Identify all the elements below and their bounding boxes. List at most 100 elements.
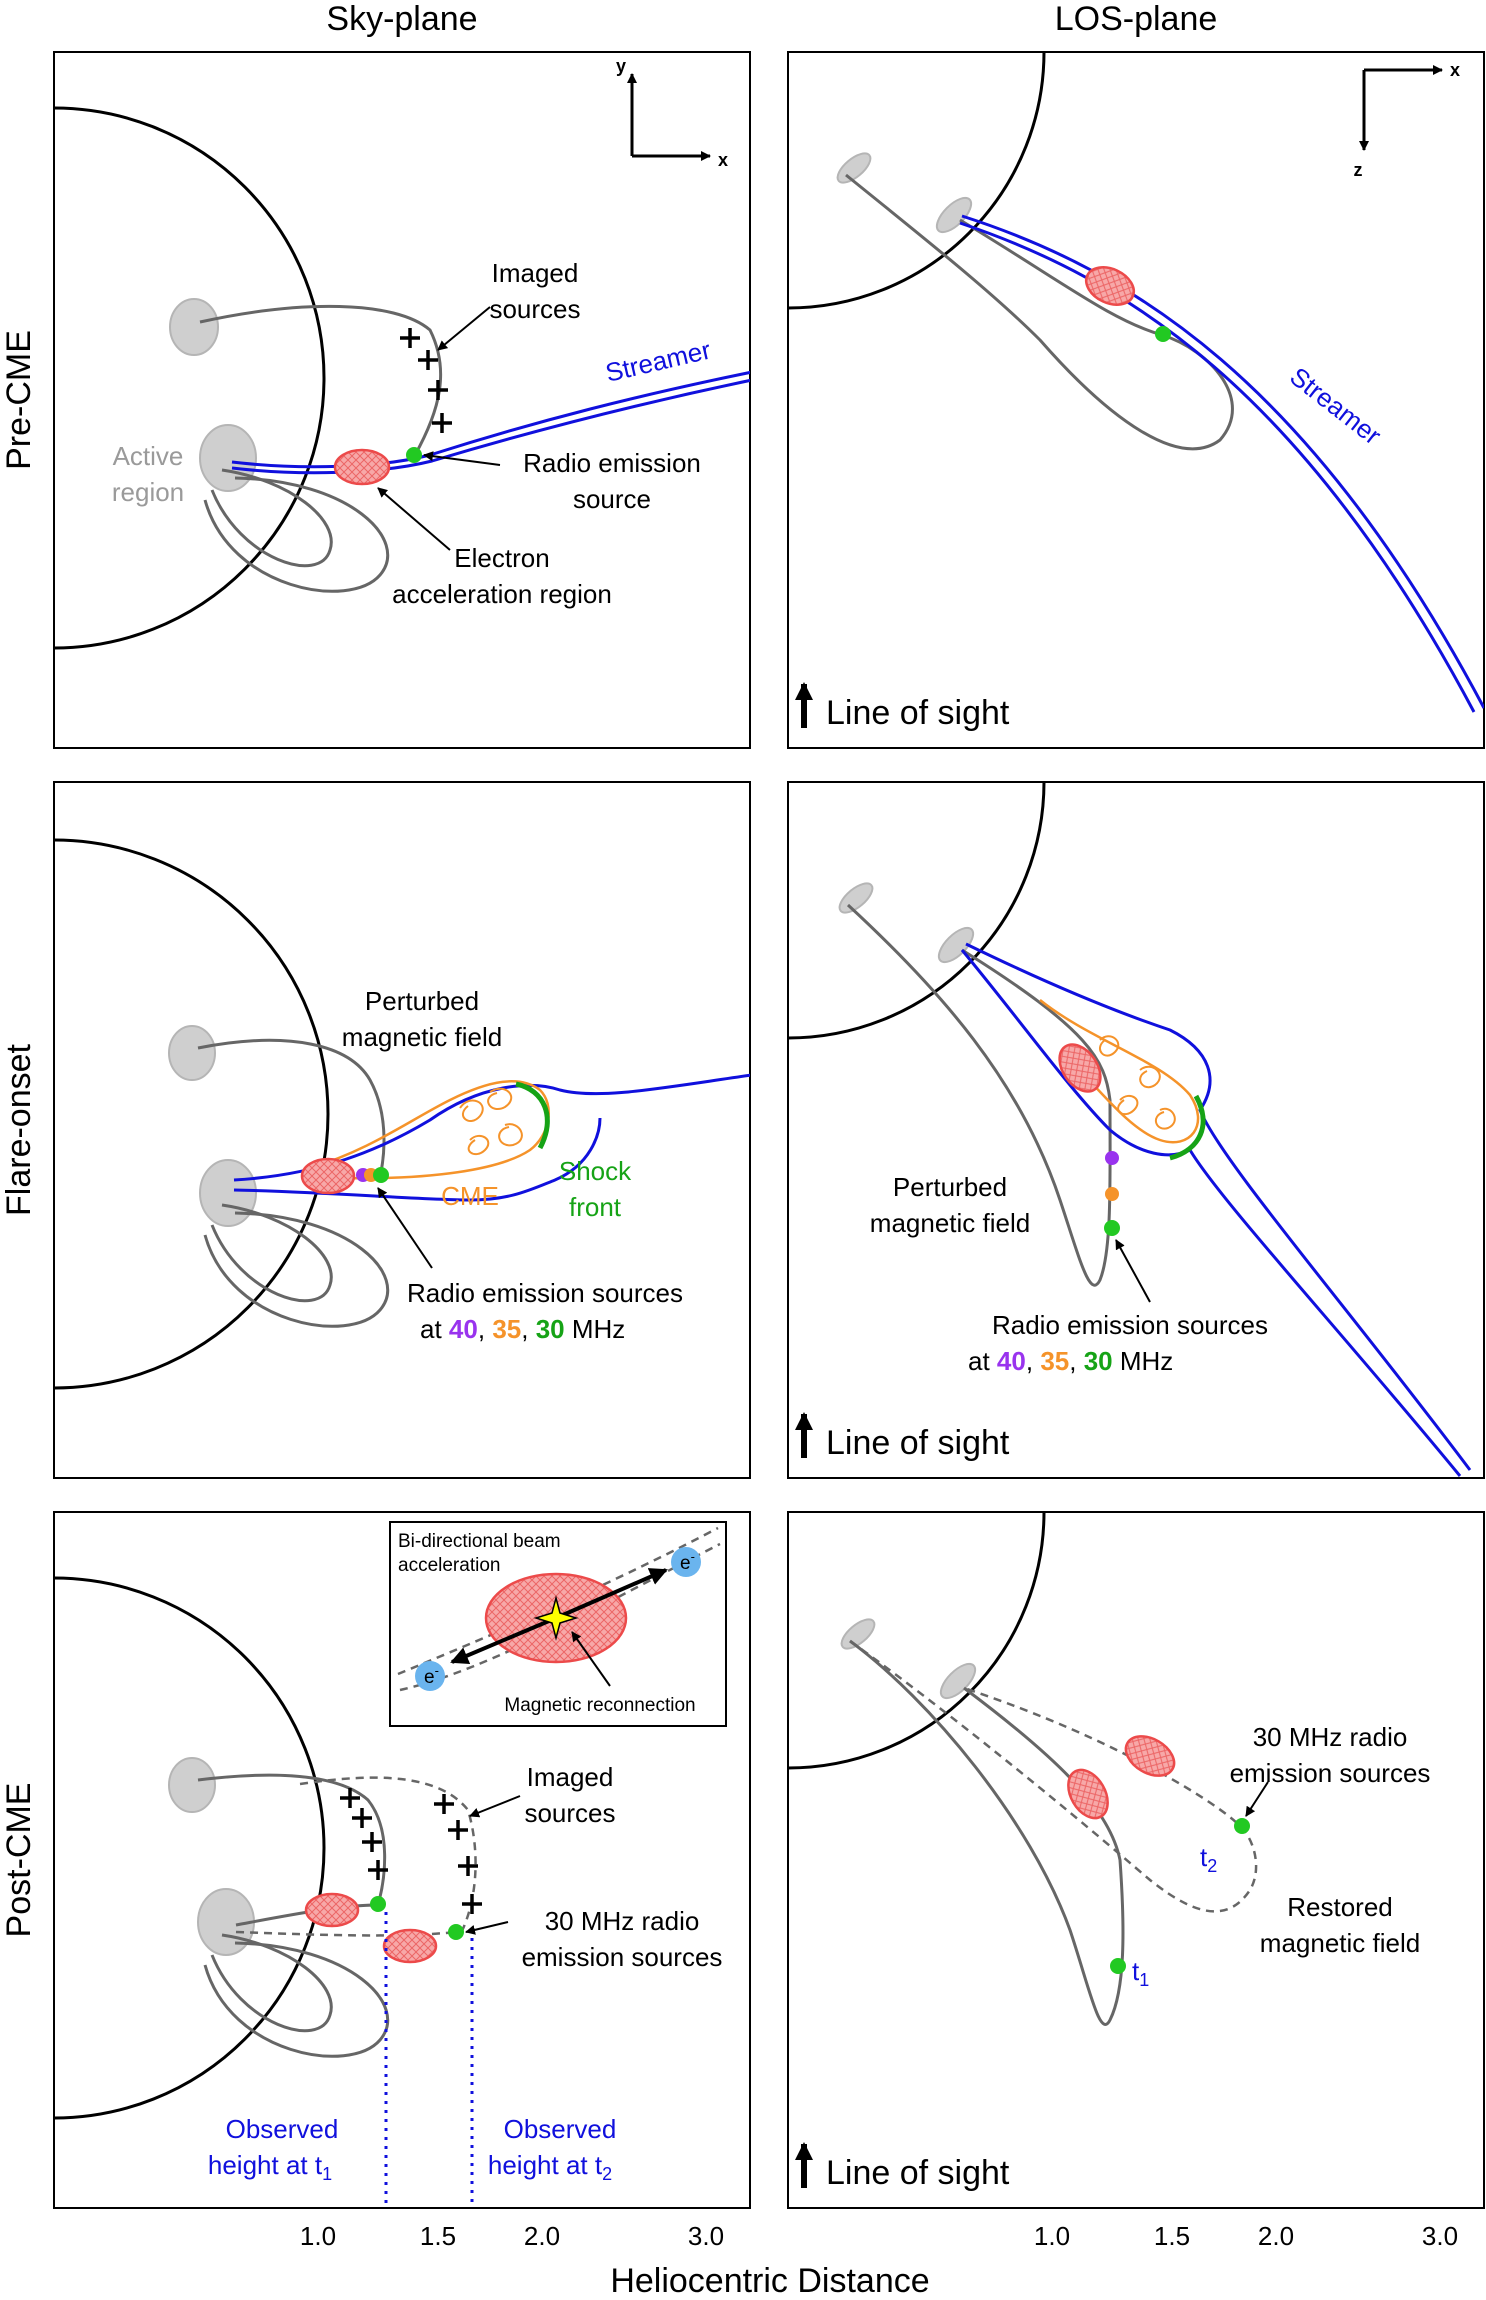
- label-frequencies: at 40, 35, 30 MHz: [420, 1314, 625, 1344]
- beam-arrow: [450, 1616, 557, 1665]
- imaged-source-cross: [448, 1820, 468, 1840]
- closed-loop: [203, 476, 390, 593]
- imaged-source-cross: [458, 1856, 478, 1876]
- label-t2: t2: [1200, 1842, 1217, 1876]
- radio-source-t2: [448, 1924, 464, 1940]
- label-cme: CME: [441, 1181, 499, 1211]
- perturbed-magnetic-field: [197, 1038, 386, 1176]
- line-of-sight-indicator: Line of sight: [795, 1412, 1010, 1462]
- tick-label: 1.0: [1034, 2221, 1070, 2251]
- x-axis-label: Heliocentric Distance: [610, 2262, 929, 2300]
- radio-source-30mhz: [373, 1167, 389, 1183]
- imaged-source-cross: [362, 1832, 382, 1852]
- closed-loop: [203, 1211, 390, 1328]
- closed-loop: [210, 468, 333, 568]
- sun-limb: [54, 106, 326, 650]
- header-los-plane: LOS-plane: [1055, 0, 1218, 38]
- imaged-source-cross: [462, 1894, 482, 1914]
- svg-text:Line of sight: Line of sight: [826, 2154, 1010, 2192]
- radio-source-t1: [1110, 1958, 1126, 1974]
- radio-source-30mhz: [1104, 1220, 1120, 1236]
- tick-label: 3.0: [688, 2221, 724, 2251]
- radio-source-dot: [1155, 326, 1171, 342]
- tick-label: 1.0: [300, 2221, 336, 2251]
- streamer-line: [965, 942, 1472, 1471]
- imaged-source-cross: [340, 1788, 360, 1808]
- electron-acceleration-region: [300, 1157, 356, 1195]
- radio-source-35mhz: [1105, 1187, 1119, 1201]
- restored-magnetic-field: [849, 1639, 1258, 1913]
- closed-loop: [210, 1203, 333, 1303]
- shock-front: [1169, 1094, 1206, 1161]
- row-label-flare-onset: Flare-onset: [0, 1043, 38, 1216]
- electron-icon: [671, 1547, 701, 1577]
- beam-arrow: [555, 1568, 668, 1620]
- active-region: [199, 1159, 257, 1227]
- streamer-line: [231, 378, 750, 475]
- electron-icon: [415, 1661, 445, 1691]
- electron-acceleration-region: [382, 1928, 438, 1964]
- footpoint: [169, 298, 219, 356]
- label-t1: t1: [1132, 1956, 1149, 1990]
- reconnection-star: [533, 1595, 579, 1641]
- label-los-frequencies: at 40, 35, 30 MHz: [968, 1346, 1173, 1376]
- electron-acceleration-region: [1058, 1043, 1102, 1093]
- streamer-line: [233, 1117, 602, 1202]
- x-axis-left: 1.0 1.5 2.0 3.0: [300, 2221, 724, 2251]
- imaged-source-cross: [432, 413, 452, 433]
- restored-magnetic-field: [299, 1776, 477, 1936]
- svg-text:Line of sight: Line of sight: [826, 694, 1010, 732]
- closed-loop: [210, 1933, 333, 2033]
- svg-text:e-: e-: [424, 1663, 439, 1688]
- electron-acceleration-region: [1084, 266, 1136, 306]
- perturbed-magnetic-field: [846, 903, 1112, 1287]
- imaged-source-cross: [428, 380, 448, 400]
- closed-loop: [203, 1941, 390, 2058]
- row-label-post-cme: Post-CME: [0, 1783, 38, 1938]
- svg-text:x: x: [1450, 60, 1460, 80]
- cme-flux-rope: [1099, 1035, 1176, 1130]
- tick-label: 3.0: [1422, 2221, 1458, 2251]
- electron-acceleration-region: [1067, 1768, 1109, 1820]
- electron-acceleration-region: [1124, 1735, 1176, 1777]
- tick-label: 1.5: [1154, 2221, 1190, 2251]
- sun-limb: [54, 838, 330, 1390]
- magnetic-field-line: [845, 173, 1234, 451]
- sun-limb: [788, 52, 1046, 310]
- tick-label: 2.0: [524, 2221, 560, 2251]
- cme-flux-rope: [309, 1080, 550, 1180]
- magnetic-field-line: [199, 304, 443, 456]
- restored-magnetic-field: [235, 1930, 457, 1937]
- svg-text:z: z: [1354, 160, 1363, 180]
- active-region: [199, 424, 257, 492]
- imaged-source-cross: [418, 350, 438, 370]
- sun-limb: [54, 1576, 326, 2120]
- streamer-line: [961, 214, 1484, 709]
- radio-source-t2: [1234, 1818, 1250, 1834]
- label-magnetic-reconnection: Magnetic reconnection: [504, 1695, 695, 1716]
- header-sky-plane: Sky-plane: [326, 0, 477, 38]
- footpoint: [168, 1025, 216, 1081]
- svg-text:e-: e-: [680, 1549, 695, 1574]
- imaged-source-cross: [434, 1794, 454, 1814]
- imaged-source-cross: [368, 1860, 388, 1880]
- sun-limb: [788, 782, 1046, 1040]
- radio-source-dot: [406, 447, 422, 463]
- cme-flux-rope: [459, 1087, 523, 1156]
